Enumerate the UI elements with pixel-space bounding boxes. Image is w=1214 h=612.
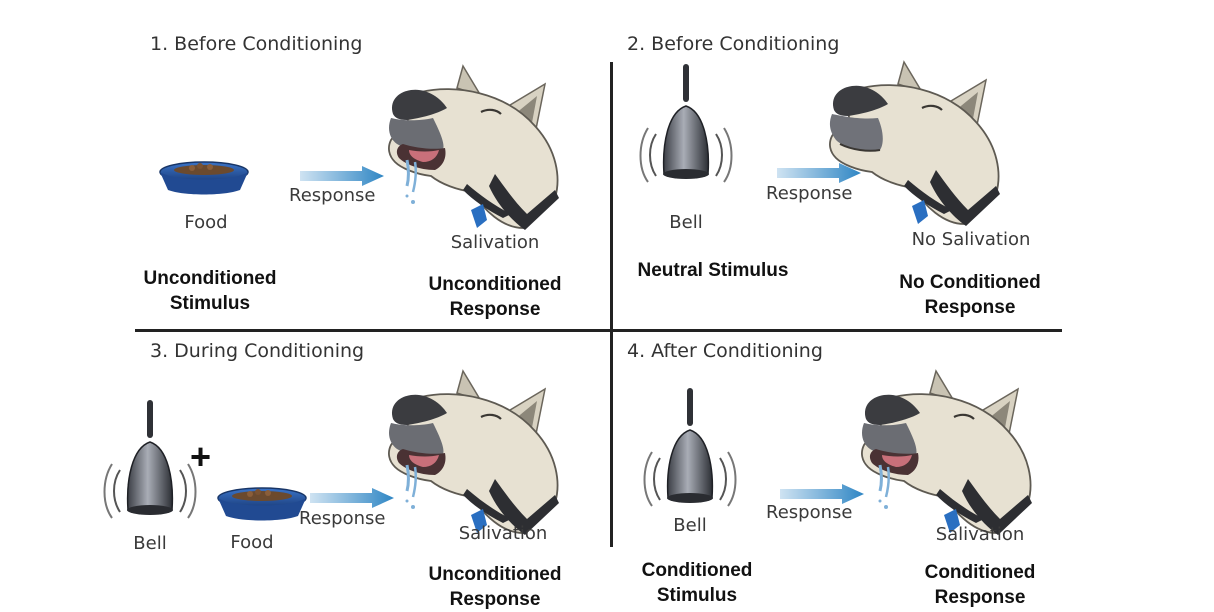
- food-bowl-icon: [212, 484, 312, 524]
- panel-1-stimulus-type-line-1: Unconditioned: [120, 266, 300, 291]
- panel-2-stimulus-type: Neutral Stimulus: [613, 258, 813, 283]
- panel-1-response-type-line-1: Unconditioned: [405, 272, 585, 297]
- panel-3-arrow-label: Response: [299, 508, 385, 529]
- panel-4-response-type-line-1: Conditioned: [880, 560, 1080, 585]
- panel-3-response-type: Unconditioned Response: [405, 562, 585, 612]
- panel-3-dog-label: Salivation: [448, 523, 558, 544]
- panel-4-title: 4. After Conditioning: [627, 340, 823, 362]
- panel-2-dog-label: No Salivation: [896, 229, 1046, 250]
- panel-4-stimulus-label: Bell: [670, 515, 710, 536]
- panel-4-arrow-label: Response: [766, 502, 852, 523]
- bell-icon: [636, 64, 736, 189]
- panel-2-response-type-line-1: No Conditioned: [870, 270, 1070, 295]
- dog-head-icon: [826, 74, 1026, 244]
- bell-icon: [640, 388, 740, 513]
- horizontal-divider: [135, 329, 1062, 332]
- panel-1-dog-label: Salivation: [440, 232, 550, 253]
- bell-icon: [100, 400, 200, 525]
- panel-2-stimulus-label: Bell: [666, 212, 706, 233]
- plus-sign: +: [190, 436, 211, 478]
- panel-4-dog-label: Salivation: [925, 524, 1035, 545]
- panel-2-stimulus-type-line-1: Neutral Stimulus: [613, 258, 813, 283]
- panel-3-response-type-line-1: Unconditioned: [405, 562, 585, 587]
- dog-head-icon: [385, 78, 585, 248]
- panel-1-stimulus-type-line-2: Stimulus: [120, 291, 300, 316]
- panel-4-stimulus-type-line-2: Stimulus: [597, 583, 797, 608]
- panel-4-response-type-line-2: Response: [880, 585, 1080, 610]
- panel-2-response-type-line-2: Response: [870, 295, 1070, 320]
- panel-4-stimulus-type-line-1: Conditioned: [597, 558, 797, 583]
- food-bowl-icon: [154, 158, 254, 198]
- panel-4-stimulus-type: Conditioned Stimulus: [597, 558, 797, 608]
- panel-1-response-type-line-2: Response: [405, 297, 585, 322]
- panel-1-response-type: Unconditioned Response: [405, 272, 585, 322]
- panel-1-arrow-label: Response: [289, 185, 375, 206]
- panel-3-food-label: Food: [222, 532, 282, 553]
- panel-1-title: 1. Before Conditioning: [150, 33, 362, 55]
- panel-2-response-type: No Conditioned Response: [870, 270, 1070, 320]
- panel-1-stimulus-label: Food: [176, 212, 236, 233]
- panel-1-stimulus-type: Unconditioned Stimulus: [120, 266, 300, 316]
- panel-3-bell-label: Bell: [130, 533, 170, 554]
- vertical-divider: [610, 62, 613, 547]
- panel-3-title: 3. During Conditioning: [150, 340, 364, 362]
- panel-4-response-type: Conditioned Response: [880, 560, 1080, 610]
- panel-3-response-type-line-2: Response: [405, 587, 585, 612]
- panel-2-title: 2. Before Conditioning: [627, 33, 839, 55]
